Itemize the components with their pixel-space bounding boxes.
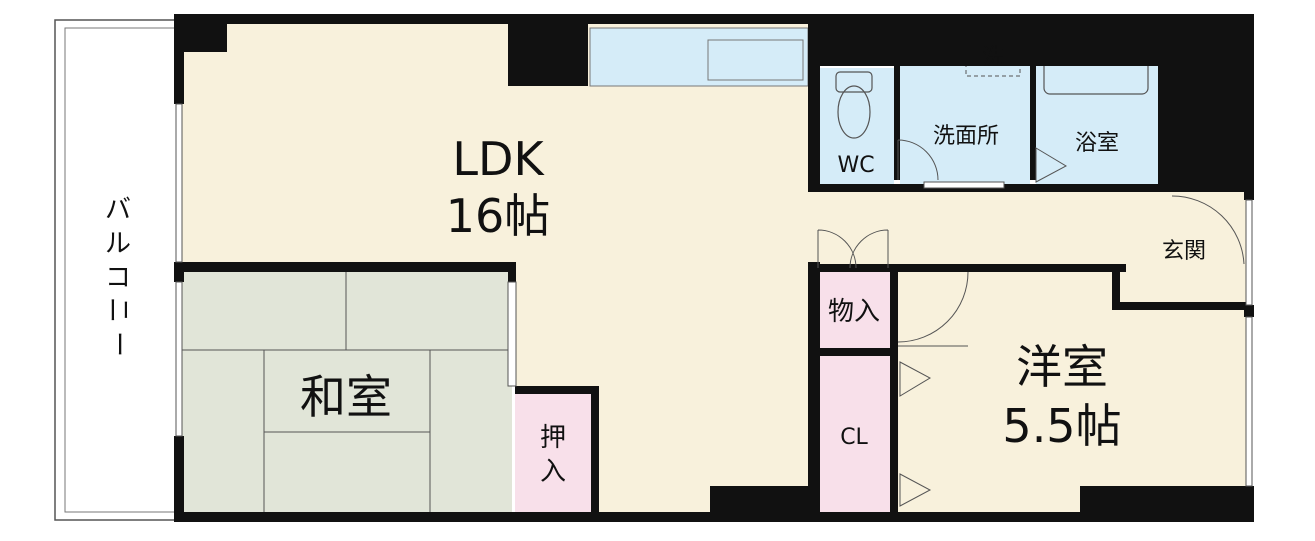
youshitsu-floor xyxy=(898,272,1246,518)
balcony xyxy=(54,19,181,521)
wc-floor xyxy=(818,68,894,184)
oshiire-label-top: 押 xyxy=(540,423,566,453)
oshiire-floor xyxy=(515,392,591,518)
balcony-label-1: バ xyxy=(105,195,131,225)
oshiire-label-bottom: 入 xyxy=(540,457,566,487)
closet-label: CL xyxy=(840,425,868,450)
washitsu-name: 和室 xyxy=(300,370,392,424)
closet-floor xyxy=(818,356,890,518)
balcony-label-4: ニ xyxy=(103,297,133,323)
genkan-label: 玄関 xyxy=(1162,239,1206,264)
youshitsu-size: 5.5帖 xyxy=(1002,399,1121,453)
ldk-name: LDK xyxy=(452,132,545,186)
toilet-fixture xyxy=(835,71,873,139)
balcony-label-2: ル xyxy=(105,229,131,259)
senmenjo-label: 洗面所 xyxy=(933,124,999,149)
youshitsu-name: 洋室 xyxy=(1016,340,1108,394)
monoire-floor xyxy=(818,272,890,348)
monoire-label: 物入 xyxy=(828,297,880,327)
kitchen-counter xyxy=(589,27,809,87)
windows xyxy=(175,103,1253,487)
wc-label: WC xyxy=(837,153,874,178)
washitsu-tatami xyxy=(182,272,512,518)
door-swings xyxy=(817,139,1245,507)
yokushitsu-label: 浴室 xyxy=(1075,131,1119,156)
ldk-size: 16帖 xyxy=(446,189,551,243)
balcony-label-3: コ xyxy=(105,263,131,293)
balcony-label-5: ー xyxy=(103,331,133,357)
washer-label: 洗 xyxy=(982,45,1004,70)
